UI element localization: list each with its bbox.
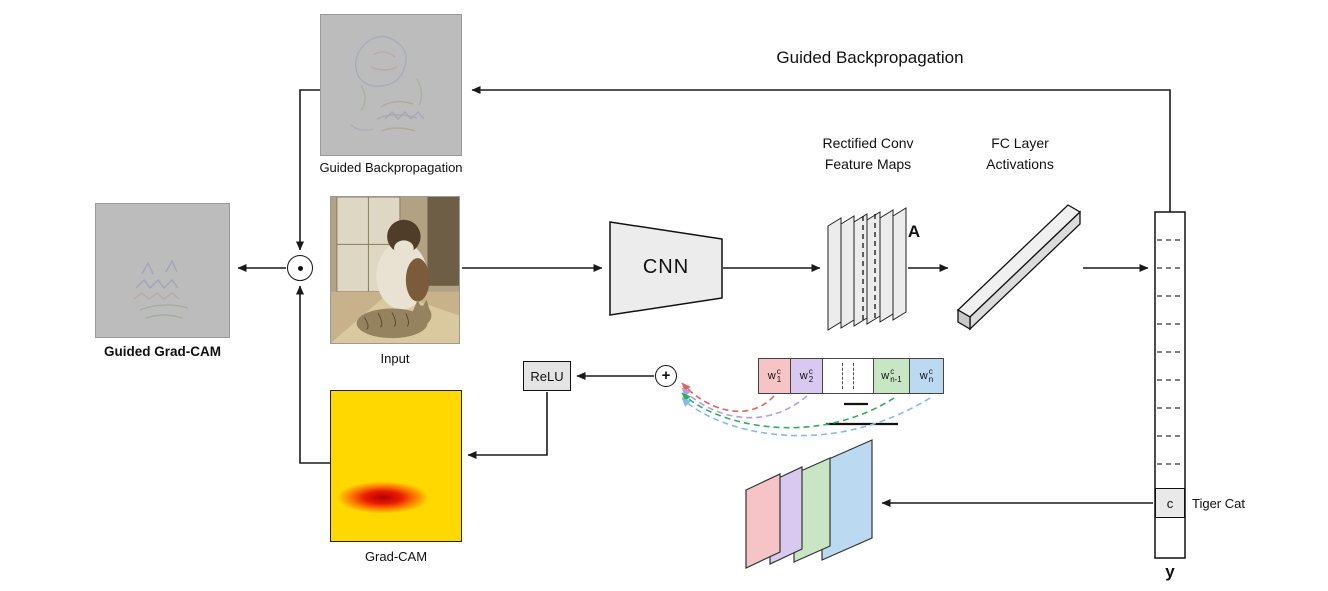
gradcam-label: Grad-CAM bbox=[364, 549, 428, 564]
weight-base: w bbox=[799, 370, 808, 382]
weight-sum-curves bbox=[681, 382, 931, 437]
class-cell-label: c bbox=[1166, 495, 1174, 511]
cnn-label: CNN bbox=[642, 256, 690, 278]
fc-layer-label-line1: FC Layer bbox=[991, 135, 1049, 151]
guided-backprop-title: Guided Backpropagation bbox=[776, 48, 964, 67]
weight-sub: 2 bbox=[808, 375, 814, 384]
class-name-label: Tiger Cat bbox=[1192, 496, 1245, 511]
feature-maps-label-line1: Rectified Conv bbox=[822, 135, 914, 151]
weight-base: w bbox=[919, 370, 928, 382]
gradcam-to-product-arrow bbox=[296, 285, 330, 464]
guided-backprop-image bbox=[320, 14, 462, 156]
ellipsis-dash-icon bbox=[842, 363, 843, 389]
weight-sub: n bbox=[928, 375, 934, 384]
elementwise-product-node bbox=[287, 255, 313, 281]
weight-base: w bbox=[881, 370, 890, 382]
fc-layer-label-line2: Activations bbox=[986, 156, 1054, 172]
feature-maps-label: Rectified Conv Feature Maps bbox=[798, 133, 938, 175]
cnn-block bbox=[609, 221, 723, 316]
gradient-marks bbox=[826, 402, 898, 426]
fc-layer-rod bbox=[956, 204, 1082, 331]
weight-sub: 1 bbox=[776, 375, 782, 384]
ellipsis-dash-icon bbox=[853, 363, 854, 389]
guided-backprop-arrow bbox=[471, 86, 1171, 212]
conv-feature-map-stack bbox=[827, 207, 907, 331]
input-image bbox=[330, 196, 460, 344]
relu-to-gradcam-arrow bbox=[467, 392, 548, 459]
guided-gradcam-image bbox=[95, 203, 230, 338]
weight-sub: n-1 bbox=[890, 375, 902, 384]
activation-symbol: A bbox=[907, 222, 921, 241]
feature-maps-label-line2: Feature Maps bbox=[824, 156, 912, 172]
output-vector-symbol: y bbox=[1165, 562, 1175, 581]
fc-layer-label: FC Layer Activations bbox=[955, 133, 1085, 175]
weighted-feature-map-stack bbox=[745, 439, 873, 569]
guided-gradcam-sketch bbox=[133, 259, 189, 319]
relu-block: ReLU bbox=[523, 361, 571, 391]
class-score-cell: c bbox=[1155, 488, 1185, 518]
weight-sup: c bbox=[890, 367, 895, 376]
relu-label: ReLU bbox=[530, 368, 564, 384]
input-photo bbox=[331, 197, 459, 343]
elementwise-product-dot-icon bbox=[297, 265, 303, 271]
input-label: Input bbox=[380, 351, 410, 366]
guided-backprop-image-label: Guided Backpropagation bbox=[319, 160, 463, 175]
plus-icon: + bbox=[661, 367, 671, 384]
weight-base: w bbox=[767, 370, 776, 382]
weighted-sum-node: + bbox=[655, 365, 677, 387]
gradcam-heatmap-image bbox=[330, 390, 462, 542]
weight-sup: c bbox=[928, 367, 933, 376]
guided-gradcam-label: Guided Grad-CAM bbox=[104, 344, 221, 359]
backprop-to-product-arrow bbox=[296, 89, 320, 251]
weight-cell-ellipsis bbox=[822, 358, 874, 394]
weight-sup: c bbox=[776, 367, 781, 376]
weight-sup: c bbox=[808, 367, 813, 376]
guided-backprop-sketch bbox=[350, 35, 425, 132]
